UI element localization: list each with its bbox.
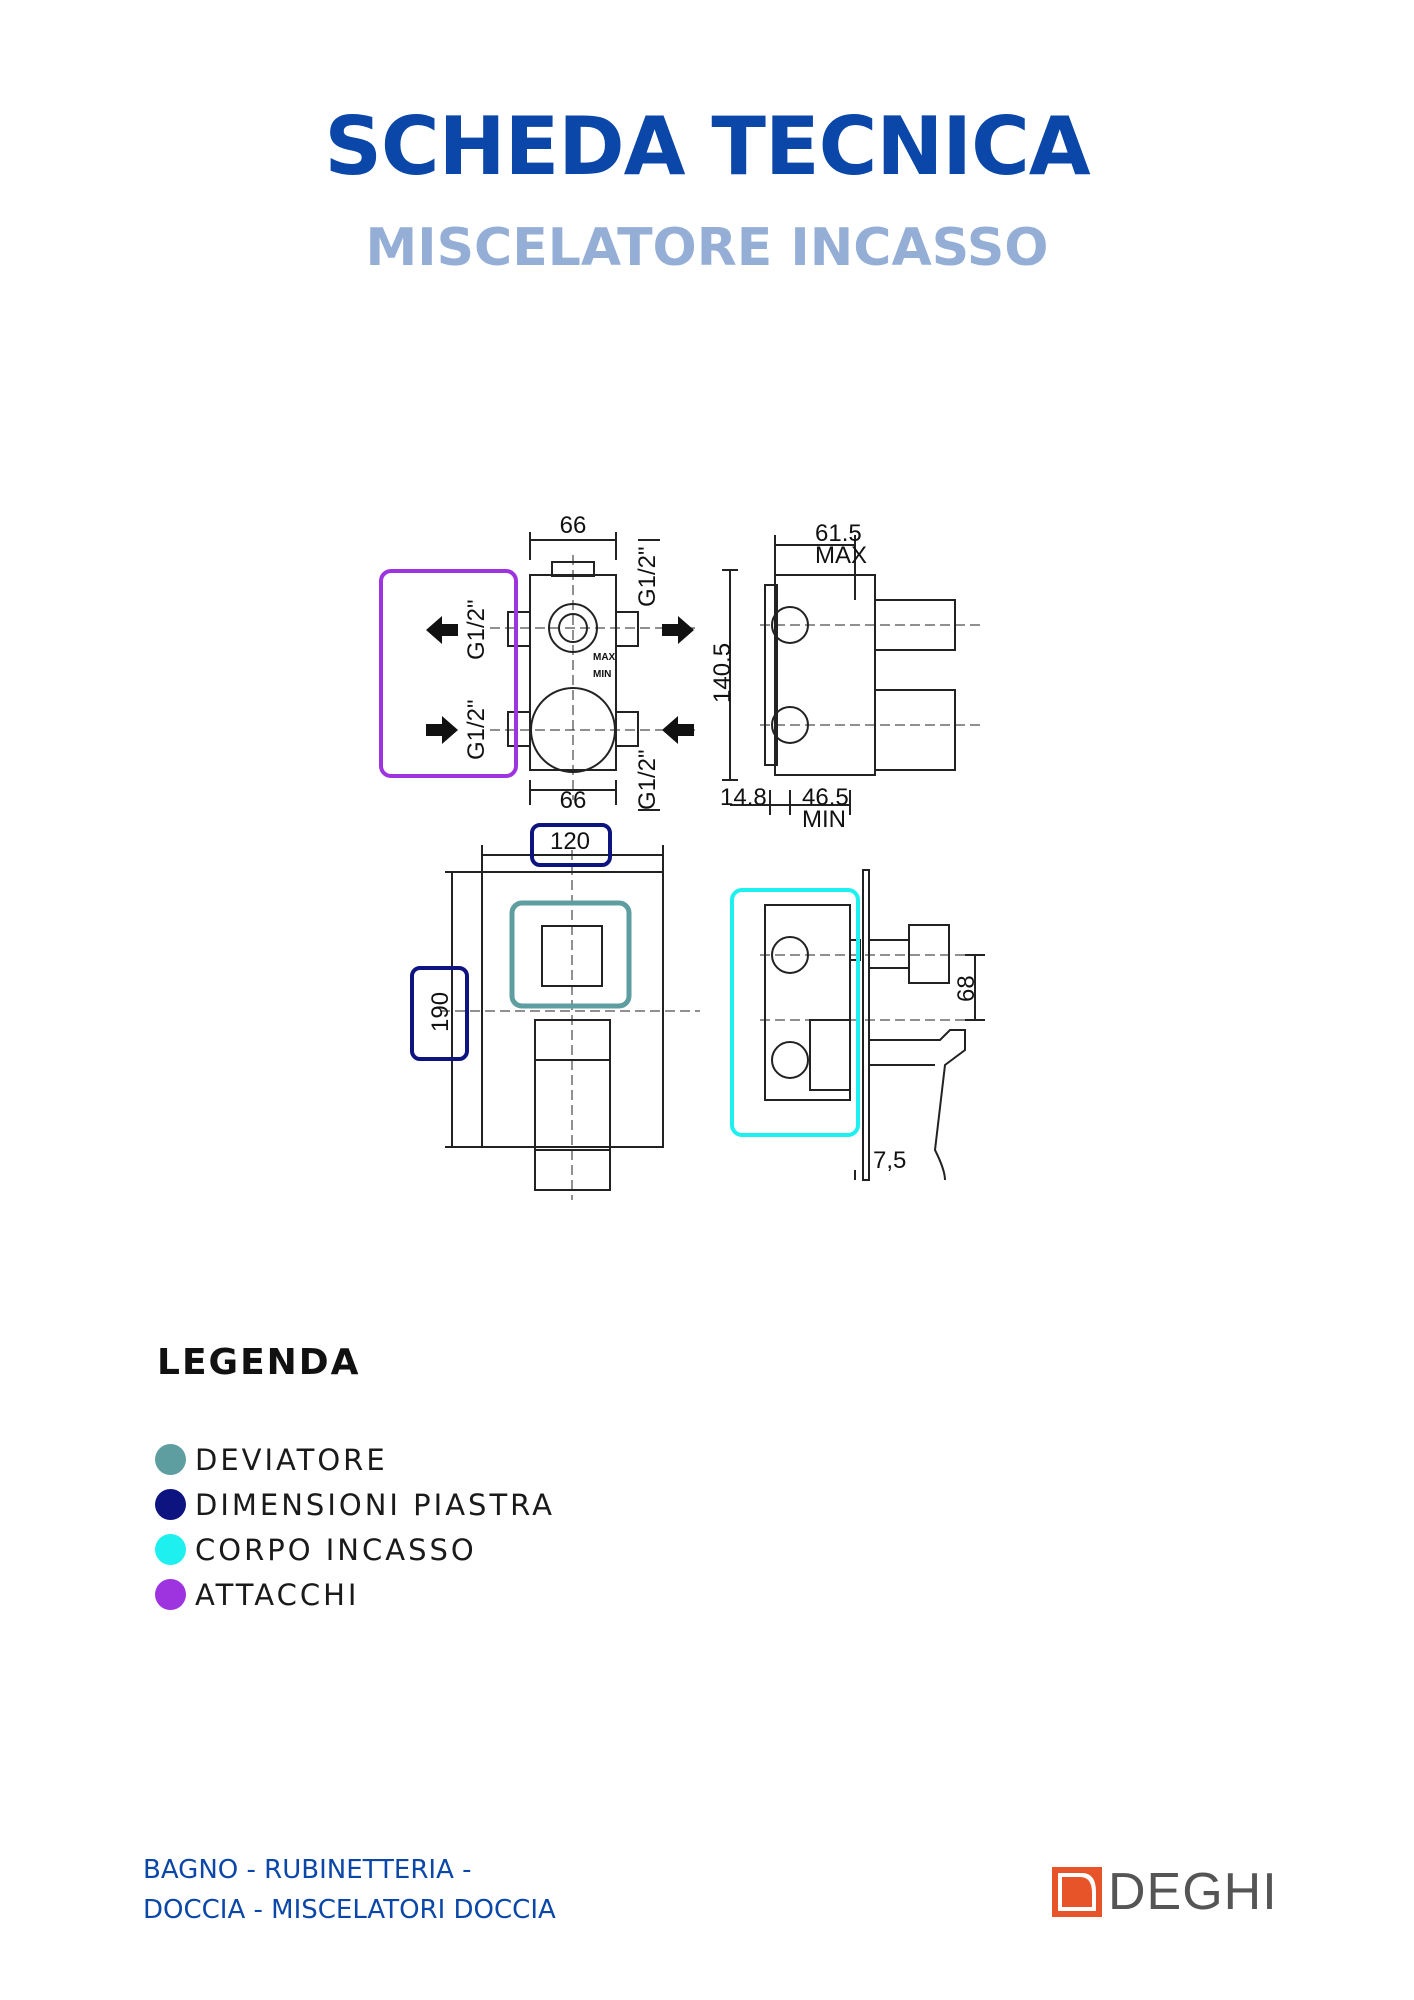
dim-bottom-width: 66 [560,787,587,814]
legend-title: LEGENDA [157,1342,361,1383]
highlight-plate-height [410,966,469,1061]
footer-line-2: DOCCIA - MISCELATORI DOCCIA [143,1895,556,1925]
legend-label: DEVIATORE [195,1442,388,1477]
legend-label: CORPO INCASSO [195,1532,477,1567]
page-title: SCHEDA TECNICA [324,100,1090,193]
dim-plate-height: 190 [427,992,454,1032]
dim-depth-max: 61.5 [815,520,862,547]
brand-name: DEGHI [1108,1863,1278,1921]
dim-spout-height: 68 [953,975,980,1002]
dim-thread-right-top: G1/2" [634,546,661,607]
brand-logo: DEGHI [1052,1862,1278,1922]
dim-depth-min-label: MIN [802,806,846,833]
front-view-plate [445,845,664,1191]
dim-offset: 14.8 [720,784,767,811]
label-min-small: MIN [593,669,611,680]
logo-mark-icon [1052,1867,1102,1917]
dim-depth-min: 46.5 [802,784,849,811]
legend-dot-dimensioni-piastra [155,1489,186,1520]
legend-item: DIMENSIONI PIASTRA [155,1482,555,1527]
footer-category: BAGNO - RUBINETTERIA - DOCCIA - MISCELAT… [143,1850,556,1930]
legend-label: DIMENSIONI PIASTRA [195,1487,555,1522]
dim-thread-left-top: G1/2" [463,599,490,660]
dim-depth-max-label: MAX [815,542,867,569]
legend: DEVIATORE DIMENSIONI PIASTRA CORPO INCAS… [155,1437,555,1617]
dim-thread-right-bottom: G1/2" [634,749,661,810]
dim-plate-width: 120 [550,828,590,855]
legend-item: CORPO INCASSO [155,1527,555,1572]
dim-height: 140.5 [709,643,736,703]
legend-label: ATTACCHI [195,1577,360,1612]
dim-plate-thickness: 7,5 [873,1147,906,1174]
label-max-small: MAX [593,652,616,663]
legend-item: DEVIATORE [155,1437,555,1482]
side-view-body [722,535,956,815]
highlight-plate-width [530,823,612,867]
highlight-attacchi [379,569,518,778]
page-subtitle: MISCELATORE INCASSO [365,218,1049,278]
dim-top-width: 66 [560,512,587,539]
highlight-deviatore [509,900,632,1009]
legend-dot-attacchi [155,1579,186,1610]
footer-line-1: BAGNO - RUBINETTERIA - [143,1855,472,1885]
legend-item: ATTACCHI [155,1572,555,1617]
highlight-corpo-incasso [730,888,860,1137]
dim-thread-left-bottom: G1/2" [463,699,490,760]
legend-dot-deviatore [155,1444,186,1475]
legend-dot-corpo-incasso [155,1534,186,1565]
